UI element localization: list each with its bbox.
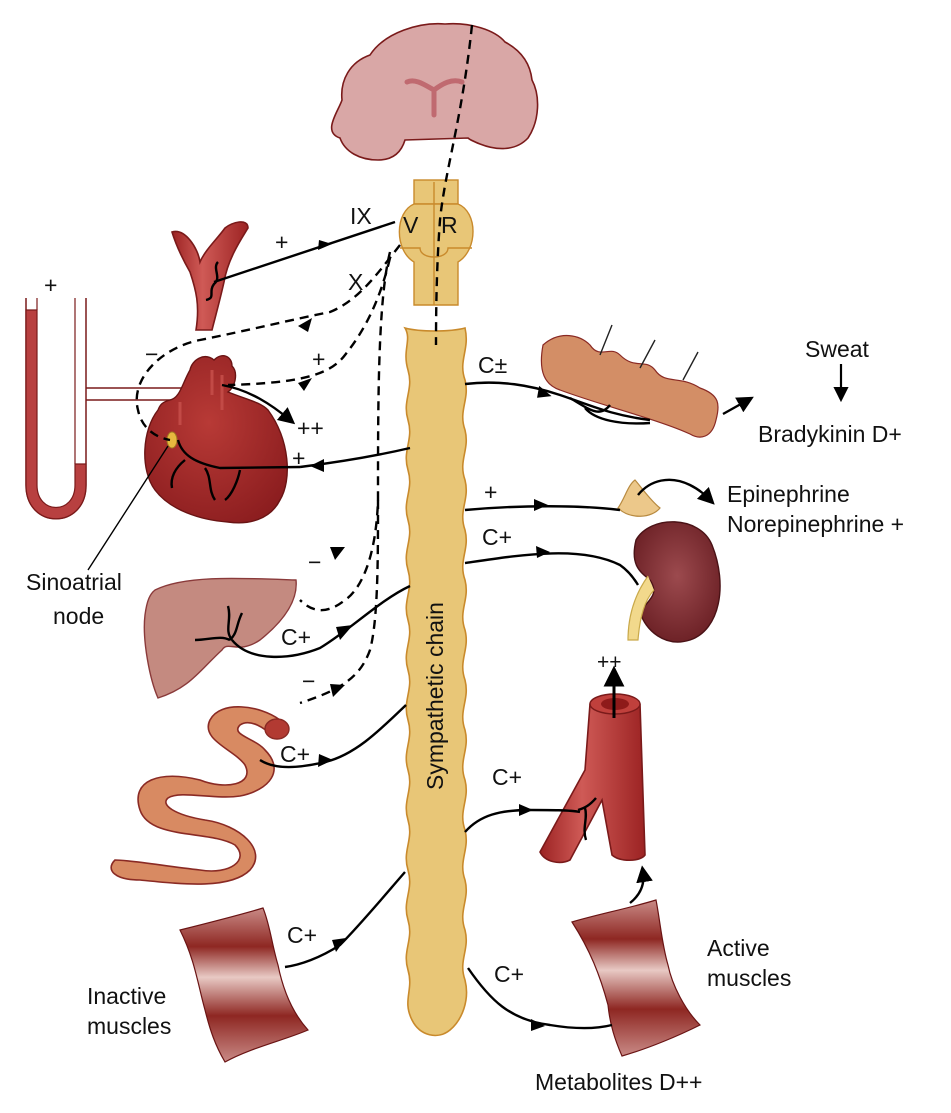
vessel-output-sign: ++ bbox=[597, 651, 622, 674]
metabolites-label: Metabolites D++ bbox=[535, 1069, 702, 1095]
sympathetic-inactive-muscle-nerve bbox=[284, 871, 406, 969]
heart-output-sign: ++ bbox=[297, 415, 324, 441]
nerve-ix-label: IX bbox=[350, 203, 372, 229]
nerve-x-label: X bbox=[348, 269, 363, 295]
skin-output-arrow bbox=[722, 396, 754, 416]
cardiac-output-arrow bbox=[221, 383, 296, 425]
central-pathway-dashed bbox=[434, 24, 474, 346]
epinephrine-label: Epinephrine bbox=[727, 481, 850, 507]
liver-c-sign: C+ bbox=[281, 624, 311, 650]
manometer-plus-sign: + bbox=[44, 272, 57, 298]
kidney-illustration bbox=[627, 521, 721, 643]
active-muscles-label-line1: Active bbox=[707, 935, 770, 961]
vagal-to-gut-dashed bbox=[299, 499, 380, 705]
sympathetic-adrenal-nerve bbox=[464, 505, 621, 512]
gut-dashed-minus-sign: − bbox=[302, 668, 315, 694]
sympathetic-liver-nerve bbox=[231, 584, 411, 659]
liver-dashed-minus-sign: − bbox=[308, 549, 321, 575]
medulla-r-label: R bbox=[441, 212, 458, 238]
inactive-muscle-illustration bbox=[179, 907, 310, 1063]
sympathetic-active-muscle-nerve bbox=[467, 967, 613, 1030]
manometer: + bbox=[25, 272, 190, 520]
branched-vessel-illustration bbox=[539, 693, 646, 864]
heart-sympathetic-plus-sign: + bbox=[292, 445, 305, 471]
adrenal-gland-illustration bbox=[617, 479, 661, 517]
sweat-label: Sweat bbox=[805, 336, 870, 362]
inactive-muscles-label-line1: Inactive bbox=[87, 983, 166, 1009]
bradykinin-label: Bradykinin D+ bbox=[758, 421, 902, 447]
vagal-to-sa-node-dashed bbox=[135, 244, 401, 442]
carotid-vessel bbox=[170, 221, 249, 331]
inactive-muscle-c-sign: C+ bbox=[287, 922, 317, 948]
intestine-illustration bbox=[110, 706, 290, 885]
liver-illustration bbox=[143, 577, 297, 699]
sympathetic-chain: Sympathetic chain bbox=[403, 326, 468, 1037]
medulla-v-label: V bbox=[403, 212, 419, 238]
skin-illustration bbox=[540, 324, 719, 438]
skin-c-sign: C± bbox=[478, 352, 507, 378]
gut-c-sign: C+ bbox=[280, 741, 310, 767]
sympathetic-skin-nerve bbox=[464, 381, 651, 422]
brain-illustration bbox=[330, 22, 539, 161]
sympathetic-chain-label: Sympathetic chain bbox=[422, 602, 448, 790]
sa-node-leader-line bbox=[87, 445, 169, 571]
vagal-to-liver-dashed bbox=[299, 251, 392, 612]
carotid-plus-sign: + bbox=[275, 229, 288, 255]
sinoatrial-label-line1: Sinoatrial bbox=[26, 569, 122, 595]
active-muscles-label-line2: muscles bbox=[707, 965, 791, 991]
sinoatrial-label-line2: node bbox=[53, 603, 104, 629]
kidney-c-sign: C+ bbox=[482, 524, 512, 550]
adrenal-output-arrow bbox=[637, 478, 715, 505]
norepinephrine-label: Norepinephrine + bbox=[727, 511, 904, 537]
heart-vagal-minus-sign: − bbox=[145, 341, 158, 367]
heart-illustration bbox=[144, 355, 301, 524]
vagal-to-heart-dashed bbox=[227, 257, 392, 387]
heart-dashed-plus-sign: + bbox=[312, 346, 325, 372]
sympathetic-kidney-nerve bbox=[464, 552, 640, 586]
ix-afferent-nerve bbox=[213, 220, 396, 284]
active-muscle-c-sign: C+ bbox=[494, 961, 524, 987]
metabolite-to-vessel-arrow bbox=[629, 865, 653, 904]
active-muscle-illustration bbox=[571, 899, 702, 1057]
vessel-c-sign: C+ bbox=[492, 764, 522, 790]
adrenal-plus-sign: + bbox=[484, 479, 497, 505]
medulla-illustration: V R bbox=[398, 179, 474, 306]
inactive-muscles-label-line2: muscles bbox=[87, 1013, 171, 1039]
